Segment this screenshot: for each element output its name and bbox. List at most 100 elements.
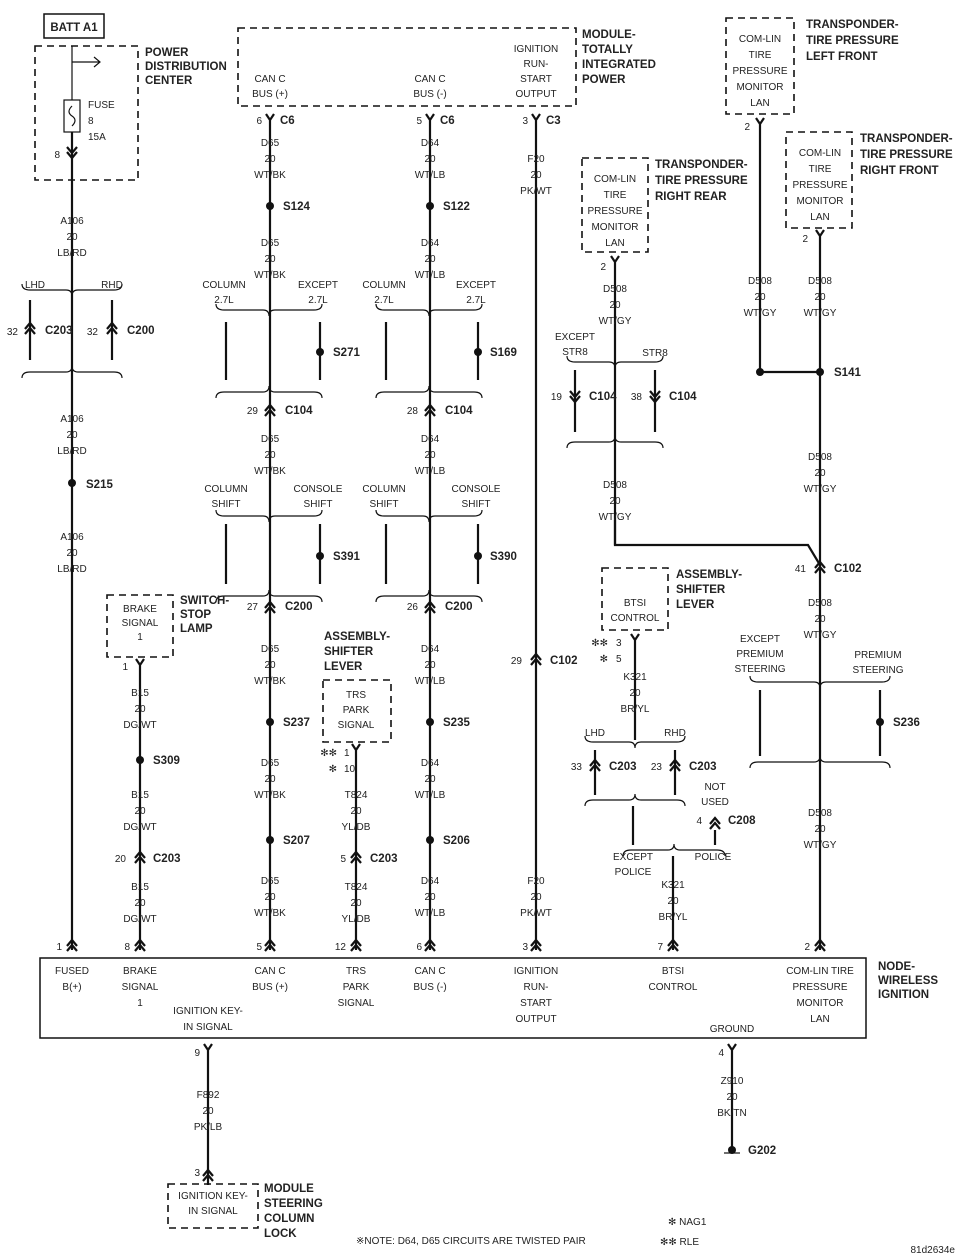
connector-y-symbol <box>135 658 145 673</box>
conn-c203: C203 <box>153 853 181 865</box>
wire-d64-label: D64 <box>421 238 440 249</box>
wi-pin-label: B(+) <box>62 982 81 993</box>
msc-label: LOCK <box>264 1228 297 1240</box>
wire-d508-label: WT/GY <box>599 316 632 327</box>
btsi-box <box>601 567 669 631</box>
msc-label: MODULE <box>264 1183 314 1195</box>
conn-c200: C200 <box>285 601 313 613</box>
tipm-label: POWER <box>582 74 626 86</box>
ground-dot <box>728 1146 736 1154</box>
tprf-pin: COM-LIN <box>799 148 841 159</box>
fuse-label: FUSE <box>88 100 115 111</box>
pin-label: 5 <box>340 854 346 865</box>
wi-pin-label: RUN- <box>524 982 549 993</box>
option-except27: 2.7L <box>308 295 328 306</box>
splice-s237-label: S237 <box>283 717 310 729</box>
pin-label: 5 <box>616 654 622 665</box>
connector-y-symbol <box>727 1043 737 1058</box>
wi-label: WIRELESS <box>878 975 938 987</box>
premium-brace-bottom <box>749 755 891 769</box>
option-premium: PREMIUM <box>854 650 901 661</box>
wi-label: NODE- <box>878 961 915 973</box>
option-conshift: CONSOLE <box>452 484 501 495</box>
pin-label: 4 <box>696 816 702 827</box>
tprr-box <box>581 157 649 253</box>
splice-s169-label: S169 <box>490 347 517 359</box>
pin-label: 2 <box>744 122 750 133</box>
pin-label: 2 <box>802 234 808 245</box>
pin-label: 3 <box>616 638 622 649</box>
pin-label: 3 <box>194 1168 200 1179</box>
wire-f20-label: PK/WT <box>520 908 552 919</box>
tprf-pin: MONITOR <box>796 196 843 207</box>
conn-c104: C104 <box>669 391 697 403</box>
option-police: POLICE <box>695 852 732 863</box>
wire-b15-label: B15 <box>131 688 149 699</box>
asl1-label: SHIFTER <box>324 646 374 658</box>
wire-d508-label: 20 <box>609 300 621 311</box>
tprr-pin: LAN <box>605 238 624 249</box>
wire-f892-label: 20 <box>202 1106 214 1117</box>
police-brace <box>622 843 726 857</box>
asl2-label: ASSEMBLY- <box>676 569 742 581</box>
wire-d508-label: WT/GY <box>804 484 837 495</box>
tipm-box <box>237 27 577 107</box>
c203-symbol <box>589 758 601 772</box>
option-colshift: COLUMN <box>204 484 247 495</box>
wi-pin-label: MONITOR <box>796 998 843 1009</box>
option-premium: STEERING <box>852 665 903 676</box>
pin-label: 23 <box>651 762 663 773</box>
wire-d508-label: D508 <box>808 598 832 609</box>
wire-d508-label: 20 <box>814 292 826 303</box>
tprr-pin: MONITOR <box>591 222 638 233</box>
option-column27: 2.7L <box>214 295 234 306</box>
splice-s235-label: S235 <box>443 717 470 729</box>
wi-pin-label: PRESSURE <box>792 982 847 993</box>
splice-s271-label: S271 <box>333 347 360 359</box>
conn-c6: C6 <box>280 115 295 127</box>
pin-label: 6 <box>416 942 422 953</box>
wi-pin6-symbol <box>424 938 436 952</box>
wire-d64-label: WT/LB <box>415 170 446 181</box>
wire-d65-label: WT/BK <box>254 170 286 181</box>
pdc-label: DISTRIBUTION <box>145 61 227 73</box>
pin-label: 4 <box>718 1048 724 1059</box>
connector-y-symbol <box>755 117 765 132</box>
note-star: ✻ <box>600 654 608 665</box>
wire-d64-label: WT/LB <box>415 908 446 919</box>
option-rhd: RHD <box>101 280 123 291</box>
shift-brace-bottom <box>215 589 323 603</box>
connector-y-symbol <box>531 113 541 128</box>
pin-label: 10 <box>344 764 356 775</box>
wire-d64-label: 20 <box>424 154 436 165</box>
tipm-pin-canc-plus: CAN C <box>254 74 285 85</box>
pin-label: 26 <box>407 602 419 613</box>
c104-symbol <box>424 403 436 417</box>
tipm-label: MODULE- <box>582 29 636 41</box>
option-colshift: SHIFT <box>370 499 399 510</box>
conn-c102: C102 <box>550 655 578 667</box>
option-colshift: COLUMN <box>362 484 405 495</box>
option-expremium: STEERING <box>734 664 785 675</box>
wi-pin7-symbol <box>667 938 679 952</box>
c203-symbol <box>669 758 681 772</box>
asl2-label: LEVER <box>676 599 715 611</box>
wire-a106-label: A106 <box>60 414 84 425</box>
splice-s236 <box>876 718 884 726</box>
splice-s206 <box>426 836 434 844</box>
c203-symbol <box>134 850 146 864</box>
pin-label: 6 <box>256 116 262 127</box>
shift-brace <box>215 509 323 523</box>
connector-y-symbol <box>815 229 825 244</box>
column-except-brace-2 <box>375 303 483 317</box>
wire-d65-label: 20 <box>264 450 276 461</box>
conn-c208: C208 <box>728 815 756 827</box>
splice-s215-label: S215 <box>86 479 113 491</box>
stop-lamp-label: LAMP <box>180 623 213 635</box>
option-except27: EXCEPT <box>298 280 338 291</box>
pdc-label: POWER <box>145 47 189 59</box>
pin-label: 28 <box>407 406 419 417</box>
option-lhd: LHD <box>25 280 45 291</box>
conn-c203: C203 <box>689 761 717 773</box>
